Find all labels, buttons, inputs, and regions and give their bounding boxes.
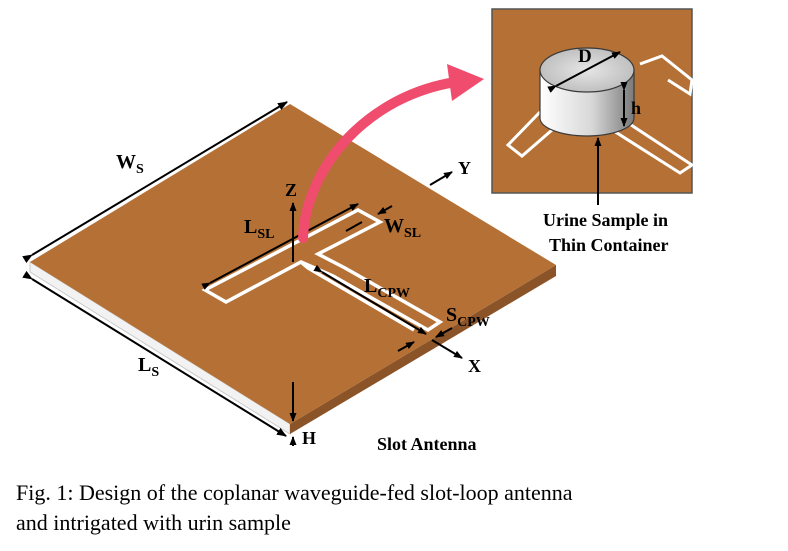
dim-ls: LS: [22, 270, 287, 437]
axis-x: X: [431, 339, 481, 376]
caption-line2: and intrigated with urin sample: [16, 510, 291, 535]
axis-y: Y: [429, 158, 471, 186]
inset-view: D h: [491, 8, 695, 205]
ls-label: LS: [138, 354, 159, 380]
y-label: Y: [458, 158, 471, 178]
dim-h: H: [289, 382, 316, 448]
substrate-right-edge: [290, 265, 556, 434]
dim-ws: WS: [22, 101, 288, 264]
inset-slot-left: [505, 110, 553, 158]
d-label: D: [578, 46, 592, 67]
sample-label-line1: Urine Sample in: [543, 210, 668, 230]
curved-arrow: [298, 64, 484, 243]
x-label: X: [468, 356, 481, 376]
h-label: H: [302, 428, 316, 448]
dim-wsl: WSL: [345, 205, 421, 241]
lsl-label: LSL: [244, 216, 274, 242]
antenna-label: Slot Antenna: [377, 434, 477, 454]
dim-scpw: SCPW: [397, 304, 490, 352]
sample-label-line2: Thin Container: [549, 235, 669, 255]
ws-label: WS: [116, 151, 144, 177]
scpw-label: SCPW: [446, 304, 490, 330]
caption-line1: Fig. 1: Design of the coplanar waveguide…: [16, 480, 573, 505]
z-label: Z: [285, 180, 297, 200]
dim-lsl: LSL: [201, 203, 359, 290]
h-small-label: h: [631, 98, 641, 118]
inset-slot-top: [639, 54, 694, 97]
inset-slot-right: [605, 117, 695, 175]
lcpw-label: LCPW: [364, 275, 410, 301]
dim-lcpw: LCPW: [313, 264, 427, 335]
wsl-label: WSL: [384, 215, 421, 241]
substrate-top-face: [30, 104, 556, 424]
